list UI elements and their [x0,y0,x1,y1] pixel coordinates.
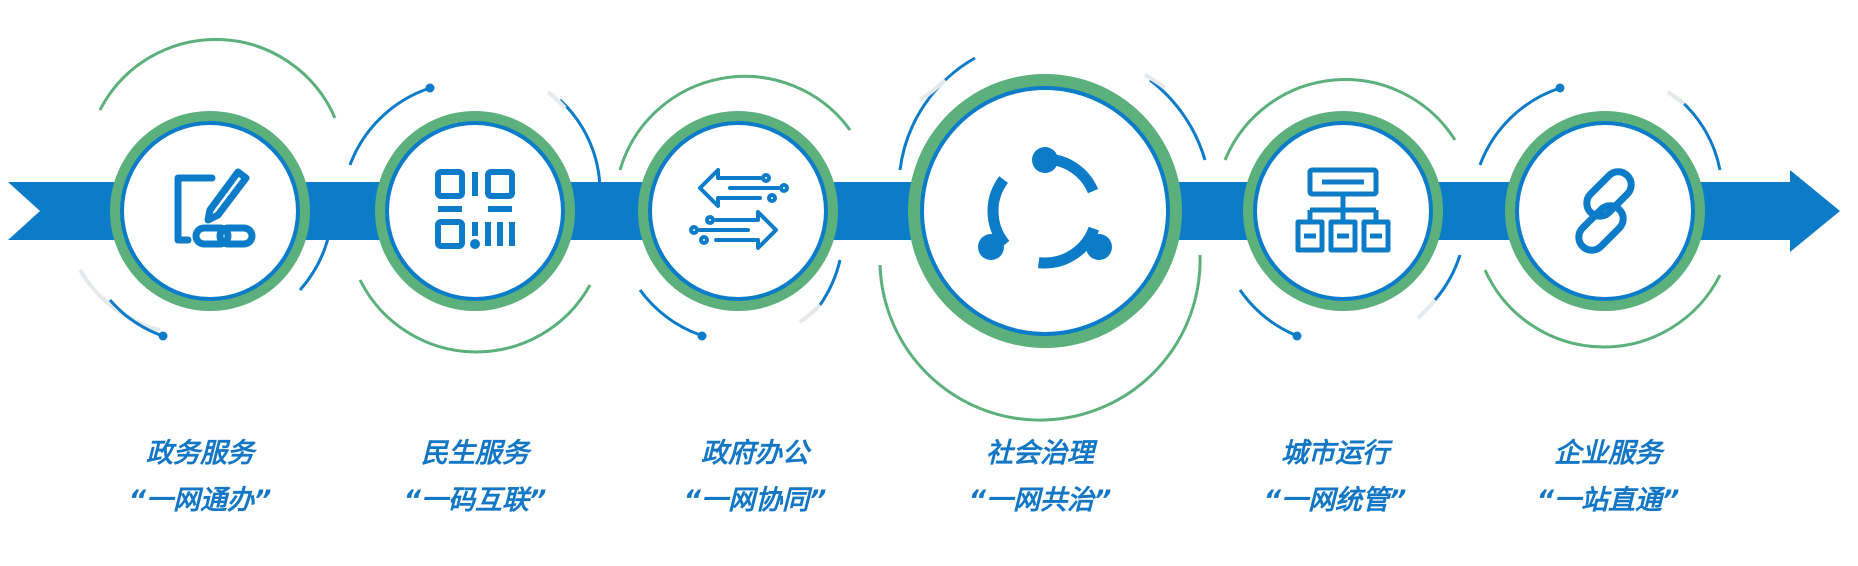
org-chart-icon [1295,167,1391,253]
label-1: 政务服务 “一网通办” [80,440,320,514]
label-4-line2: “一网共治” [968,485,1112,516]
arrows-exchange-icon [689,168,789,250]
label-6-line1: 企业服务 [1554,438,1662,469]
qr-code-icon [435,169,515,249]
chain-link-icon [1575,168,1635,254]
label-3-line2: “一网协同” [683,485,827,516]
node-4 [878,56,1207,422]
label-5-line1: 城市运行 [1281,438,1389,469]
label-6: 企业服务 “一站直通” [1488,440,1728,514]
label-3-line1: 政府办公 [701,438,809,469]
node-3 [618,74,852,341]
label-6-line2: “一站直通” [1536,485,1680,516]
label-5-line2: “一网统管” [1263,485,1407,516]
label-4: 社会治理 “一网共治” [920,440,1160,514]
node-2 [348,83,602,354]
edit-link-icon [174,168,256,248]
label-4-line1: 社会治理 [986,438,1094,469]
label-2-line1: 民生服务 [421,438,529,469]
label-2: 民生服务 “一码互联” [355,440,595,514]
node-5 [1223,78,1462,341]
network-share-icon [978,147,1112,269]
label-5: 城市运行 “一网统管” [1215,440,1455,514]
label-3: 政府办公 “一网协同” [635,440,875,514]
label-1-line1: 政务服务 [146,438,254,469]
node-6 [1478,83,1722,349]
label-2-line2: “一码互联” [403,485,547,516]
label-1-line2: “一网通办” [128,485,272,516]
node-1 [78,37,337,341]
